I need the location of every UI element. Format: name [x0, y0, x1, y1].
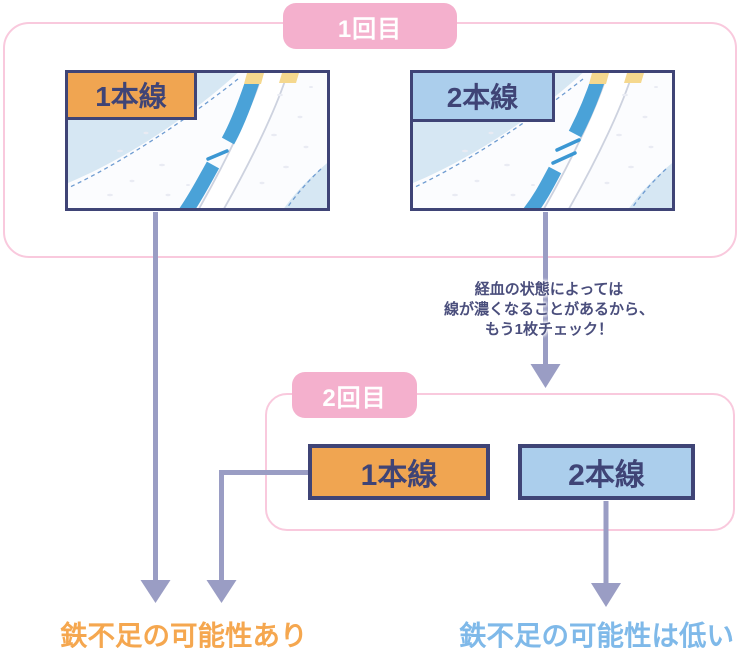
round2-badge: 2回目 [292, 372, 417, 418]
round1-badge-label: 1回目 [337, 15, 403, 43]
round2-box-one-line-text: 1本線 [360, 459, 438, 492]
round2-box-two-lines: 2本線 [518, 444, 695, 500]
pad-texture-speckles [107, 86, 313, 197]
round2-badge-label: 2回目 [322, 384, 387, 412]
pad-texture-speckles [452, 86, 658, 197]
recheck-note: 経血の状態によっては 線が濃くなることがあるから、 もう1枚チェック！ [399, 280, 699, 340]
round1-badge: 1回目 [283, 3, 457, 49]
pad-image-two-lines: 2本線 [410, 70, 675, 211]
pad-image-one-line: 1本線 [65, 70, 330, 211]
recheck-note-line3: もう1枚チェック！ [485, 321, 613, 338]
arrowhead-two-lines-to-round2 [530, 364, 561, 388]
arrowhead-round2-two-lines [591, 583, 621, 607]
pad-channel [199, 73, 288, 208]
result-text-iron-deficiency-possible: 鉄不足の可能性あり [60, 620, 308, 648]
recheck-note-line2: 線が濃くなることがあるから、 [443, 301, 654, 318]
arrowhead-round2-one-line [206, 580, 237, 603]
result-lines-2 [551, 138, 581, 165]
label-two-lines-text: 2本線 [446, 82, 519, 113]
label-one-line-text: 1本線 [95, 81, 167, 112]
yellow-tabs [244, 73, 299, 84]
yellow-tabs [589, 73, 644, 84]
pad-channel [544, 73, 633, 208]
label-one-line: 1本線 [65, 70, 197, 120]
result-text-iron-deficiency-unlikely: 鉄不足の可能性は低い [459, 620, 734, 648]
stitch-lines [68, 78, 322, 208]
label-two-lines: 2本線 [410, 70, 555, 122]
round2-box-one-line: 1本線 [308, 444, 490, 500]
round2-box-two-lines-text: 2本線 [568, 459, 645, 492]
recheck-note-line1: 経血の状態によっては [474, 281, 624, 298]
result-line-1 [206, 149, 229, 161]
stitch-lines [413, 78, 667, 208]
arrowhead-one-line-direct [140, 580, 171, 603]
